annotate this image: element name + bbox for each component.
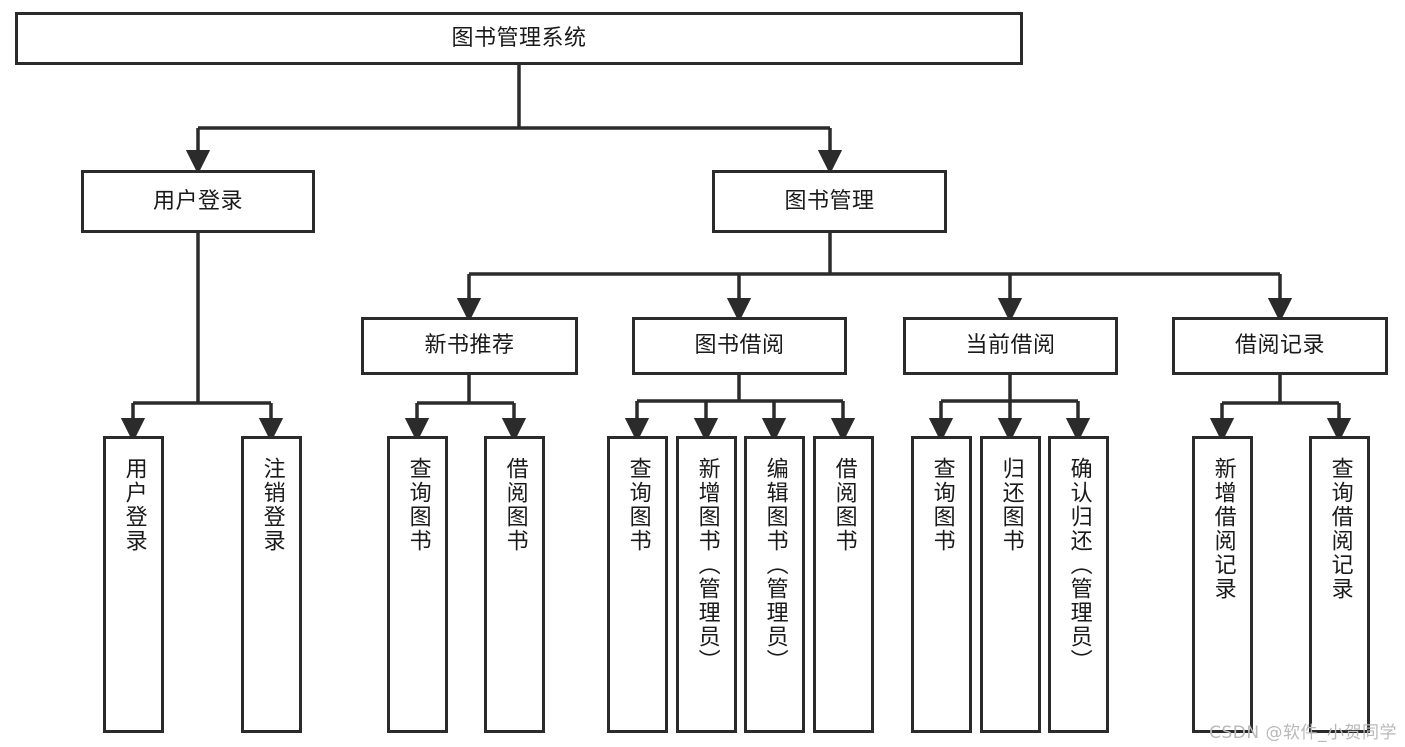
leaf-return-book-label: 归还图书 [998,457,1024,553]
leaf-borrow-book-recommend[interactable]: 借阅图书 [484,436,545,733]
leaf-borrow-book-recommend-label: 借阅图书 [502,457,528,553]
leaf-logout[interactable]: 注销登录 [241,436,302,733]
leaf-add-book-admin-label: 新增图书（管理员） [694,457,720,673]
node-current-borrow[interactable]: 当前借阅 [903,317,1118,375]
node-book-borrow[interactable]: 图书借阅 [632,317,847,375]
leaf-user-login[interactable]: 用户登录 [103,436,164,733]
leaf-return-book[interactable]: 归还图书 [980,436,1041,733]
leaf-query-borrow-record-label: 查询借阅记录 [1327,457,1353,601]
leaf-user-login-label: 用户登录 [121,457,147,553]
node-borrow-record-label: 借阅记录 [1234,333,1325,359]
leaf-edit-book-admin[interactable]: 编辑图书（管理员） [744,436,805,733]
leaf-query-borrow-record[interactable]: 查询借阅记录 [1309,436,1370,733]
node-root-label: 图书管理系统 [451,25,587,51]
leaf-query-book-current-label: 查询图书 [929,457,955,553]
leaf-query-book-current[interactable]: 查询图书 [911,436,972,733]
leaf-logout-label: 注销登录 [259,457,285,553]
node-book-borrow-label: 图书借阅 [694,333,785,359]
leaf-add-borrow-record-label: 新增借阅记录 [1210,457,1236,601]
leaf-edit-book-admin-label: 编辑图书（管理员） [762,457,788,673]
node-new-book-recommend[interactable]: 新书推荐 [361,317,578,375]
leaf-borrow-book-label: 借阅图书 [831,457,857,553]
node-current-borrow-label: 当前借阅 [965,333,1056,359]
leaf-confirm-return-admin[interactable]: 确认归还（管理员） [1048,436,1109,733]
node-book-management[interactable]: 图书管理 [712,170,947,233]
node-user-login-label: 用户登录 [152,188,243,214]
leaf-add-book-admin[interactable]: 新增图书（管理员） [676,436,737,733]
leaf-query-book-recommend-label: 查询图书 [405,457,431,553]
leaf-borrow-book[interactable]: 借阅图书 [813,436,874,733]
node-new-book-recommend-label: 新书推荐 [424,333,515,359]
node-user-login[interactable]: 用户登录 [81,170,315,233]
watermark-text: CSDN @软件_小贺同学 [1209,723,1397,743]
leaf-query-book-recommend[interactable]: 查询图书 [387,436,448,733]
leaf-confirm-return-admin-label: 确认归还（管理员） [1066,457,1092,673]
leaf-add-borrow-record[interactable]: 新增借阅记录 [1192,436,1253,733]
leaf-query-book-borrow[interactable]: 查询图书 [607,436,668,733]
node-book-management-label: 图书管理 [784,188,875,214]
node-borrow-record[interactable]: 借阅记录 [1172,317,1388,375]
node-root[interactable]: 图书管理系统 [15,12,1023,65]
leaf-query-book-borrow-label: 查询图书 [625,457,651,553]
